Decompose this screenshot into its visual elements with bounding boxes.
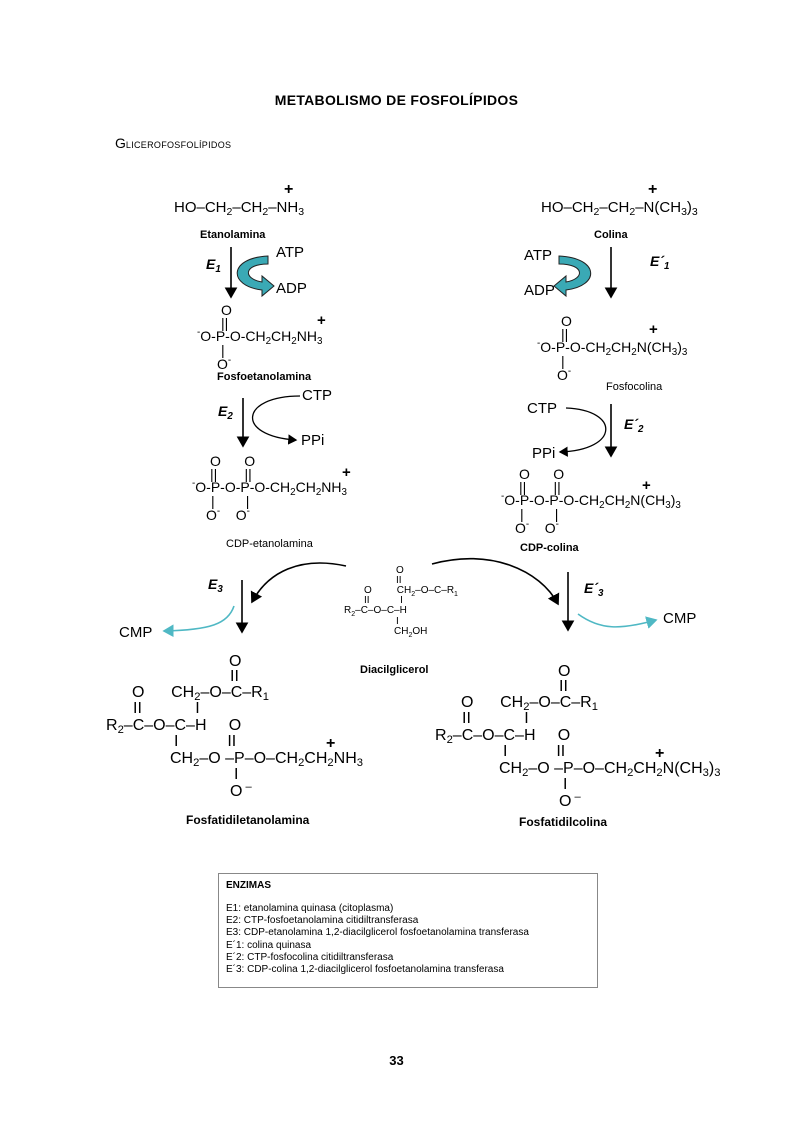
cmp-label-right: CMP <box>663 610 697 627</box>
fosfoetanolamina-structure: O || -O-P-O-CH2CH2NH3 | O- <box>197 302 323 372</box>
cmp-label-left: CMP <box>119 624 153 641</box>
charge-plus: + <box>317 312 326 329</box>
atp-adp-arrow-left <box>236 255 275 298</box>
etanolamina-formula: HO–CH2–CH2–NH3 <box>174 199 305 218</box>
enzymes-list: E1: etanolamina quinasa (citoplasma) E2:… <box>226 903 597 976</box>
fosfocolina-label: Fosfocolina <box>606 381 663 393</box>
cdp-colina-structure: O O || || -O-P-O-P-O-CH2CH2N(CH3)3 | | O… <box>501 466 681 536</box>
enzyme-e1-label: E1 <box>206 256 221 275</box>
ctp-label-right: CTP <box>527 400 557 417</box>
charge-plus: + <box>342 464 351 481</box>
charge-plus: + <box>649 321 658 338</box>
section-heading: GLICEROFOSFOLÍPIDOS <box>115 135 232 151</box>
enzyme-item: E´3: CDP-colina 1,2-diacilglicerol fosfo… <box>226 964 504 976</box>
enzyme-item: E´1: colina quinasa <box>226 939 312 951</box>
enzyme-item: E´2: CTP-fosfocolina citidiltransferasa <box>226 951 394 963</box>
adp-label-left: ADP <box>276 280 307 297</box>
atp-label-right: ATP <box>524 247 553 264</box>
adp-label-right: ADP <box>524 282 555 299</box>
enzyme-e1-prime-label: E´1 <box>650 253 670 272</box>
dag-arrow-right <box>431 557 560 606</box>
enzyme-e2-prime-label: E´2 <box>624 416 644 435</box>
colina-formula: HO–CH2–CH2–N(CH3)3 <box>541 199 698 218</box>
atp-label-left: ATP <box>276 244 305 261</box>
enzyme-item: E2: CTP-fosfoetanolamina citidiltransfer… <box>226 915 419 927</box>
enzymes-title: ENZIMAS <box>226 880 271 891</box>
ctp-ppi-arrow-right <box>558 407 607 457</box>
ctp-label-left: CTP <box>302 387 332 404</box>
fosfatidilcolina-label: Fosfatidilcolina <box>519 815 608 829</box>
cmp-arrow-right <box>577 613 658 629</box>
page-number: 33 <box>389 1053 404 1068</box>
page-title: METABOLISMO DE FOSFOLÍPIDOS <box>274 92 519 108</box>
ppi-label-left: PPi <box>301 432 325 449</box>
enzyme-item: E3: CDP-etanolamina 1,2-diacilglicerol f… <box>226 927 529 939</box>
cdp-colina-label: CDP-colina <box>520 542 579 554</box>
diacilglicerol-label: Diacilglicerol <box>360 664 429 676</box>
fosfatidiletanolamina-structure: O II O CH2–O–C–R1 II I R2–C–O–C–H O I II… <box>106 653 363 800</box>
charge-plus: + <box>648 181 658 198</box>
diacilglicerol-structure: O II O CH2–O–C–R1 II I R2–C–O–C–H I CH2O… <box>344 565 458 639</box>
fosfatidilcolina-structure: O II O CH2–O–C–R1 II I R2–C–O–C–H O I II… <box>435 663 721 810</box>
cdp-etanolamina-label: CDP-etanolamina <box>226 538 313 550</box>
ppi-label-right: PPi <box>532 445 556 462</box>
enzyme-item: E1: etanolamina quinasa (citoplasma) <box>226 903 394 914</box>
enzymes-box: ENZIMAS E1: etanolamina quinasa (citopla… <box>218 873 598 988</box>
etanolamina-label: Etanolamina <box>200 229 266 241</box>
fosfocolina-structure: O || -O-P-O-CH2CH2N(CH3)3 | O- <box>537 313 688 383</box>
charge-plus: + <box>655 745 665 762</box>
charge-plus: + <box>326 735 336 752</box>
enzyme-e3-label: E3 <box>208 576 223 595</box>
ctp-ppi-arrow-left <box>251 395 301 445</box>
atp-adp-arrow-right <box>553 255 592 298</box>
fosfatidiletanolamina-label: Fosfatidiletanolamina <box>186 813 310 827</box>
dag-arrow-left <box>250 562 347 604</box>
fosfoetanolamina-label: Fosfoetanolamina <box>217 371 312 383</box>
enzyme-e3-prime-label: E´3 <box>584 580 604 599</box>
charge-plus: + <box>284 181 294 198</box>
enzyme-e2-label: E2 <box>218 403 233 422</box>
cdp-etanolamina-structure: O O || || -O-P-O-P-O-CH2CH2NH3 | | O- O- <box>192 453 347 523</box>
charge-plus: + <box>642 477 651 494</box>
colina-label: Colina <box>594 229 628 241</box>
cmp-arrow-left <box>162 605 235 638</box>
